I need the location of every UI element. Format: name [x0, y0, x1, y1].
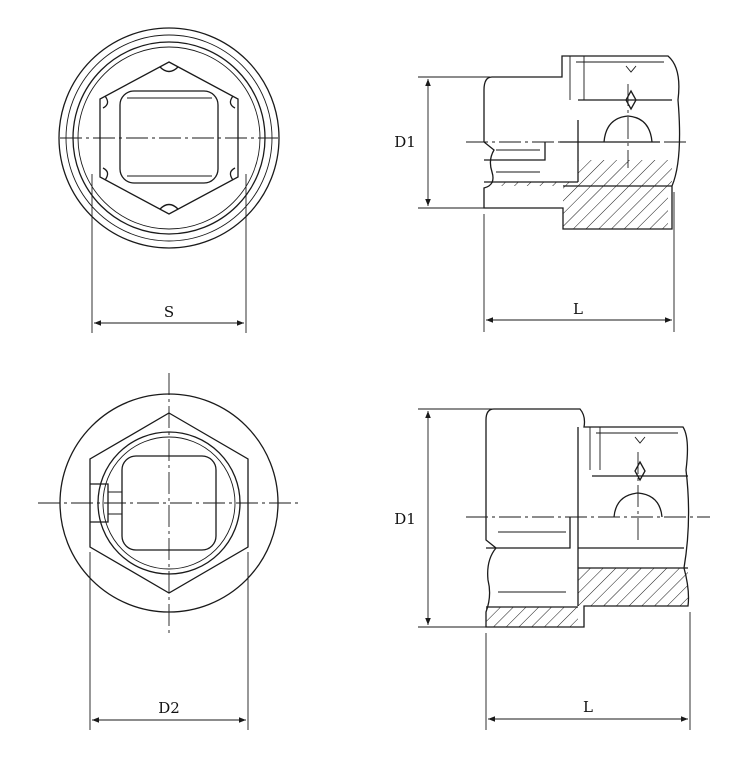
label-d2: D2	[158, 699, 180, 717]
label-s: S	[164, 303, 174, 321]
label-d1-bottom: D1	[394, 510, 416, 528]
label-l-bottom: L	[583, 698, 593, 716]
bottom-left-end-view	[38, 373, 300, 633]
top-right-side-view	[466, 55, 688, 230]
dimension-l-bottom: L	[485, 612, 691, 730]
label-l-top: L	[573, 300, 583, 318]
label-d1-top: D1	[394, 133, 416, 151]
dimension-d1-bottom: D1	[394, 408, 492, 628]
bottom-right-side-view	[466, 408, 710, 628]
top-left-end-view	[58, 27, 280, 249]
dimension-l-top: L	[483, 192, 675, 332]
dimension-s: S	[91, 174, 247, 333]
dimension-d1-top: D1	[394, 76, 490, 209]
dimension-d2: D2	[89, 552, 249, 730]
